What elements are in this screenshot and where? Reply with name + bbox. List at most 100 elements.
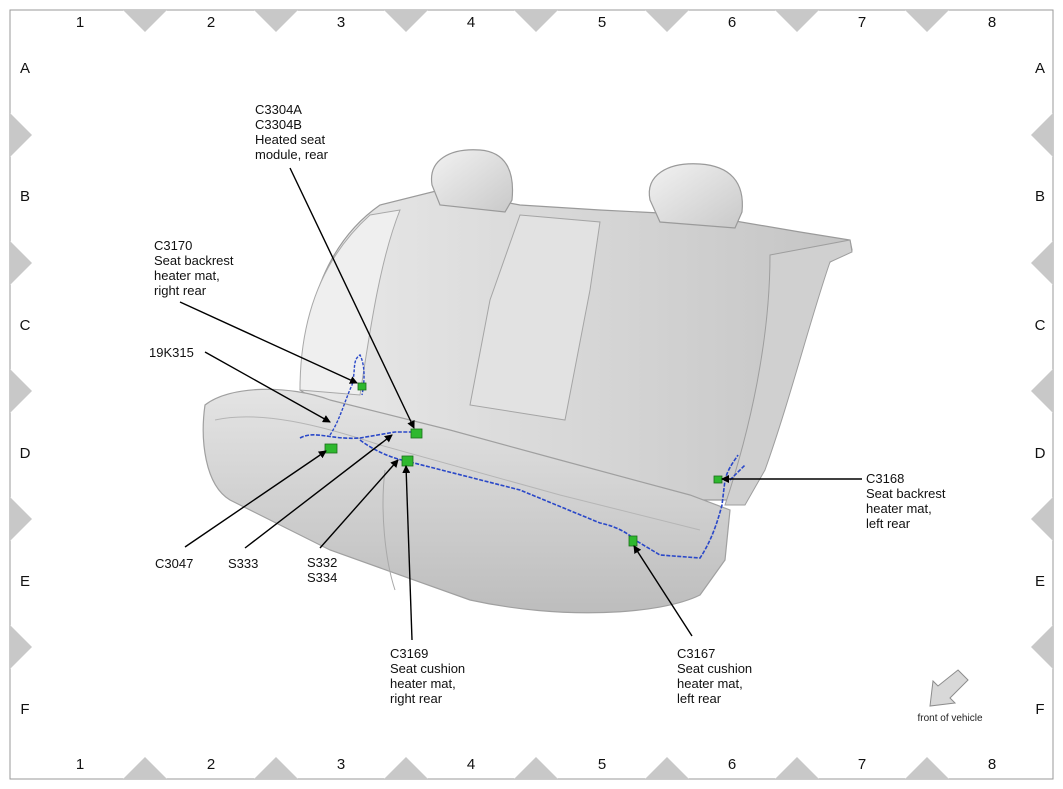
col-label: 1	[76, 14, 84, 31]
grid-marker	[514, 10, 558, 32]
grid-marker	[775, 10, 819, 32]
leader-s332	[319, 459, 399, 549]
grid-marker	[123, 10, 167, 32]
grid-marker	[10, 625, 32, 669]
row-label: D	[1035, 445, 1046, 462]
col-label: 7	[858, 756, 866, 773]
callout-line: Seat backrest	[154, 253, 234, 268]
grid-marker	[1031, 241, 1053, 285]
grid-marker	[10, 497, 32, 541]
grid-marker	[645, 757, 689, 779]
col-label: 1	[76, 756, 84, 773]
callout-line: 19K315	[149, 345, 194, 360]
callout-19k315: 19K315	[149, 345, 194, 360]
row-labels-left: A B C D E F	[20, 60, 31, 718]
callout-line: heater mat,	[866, 501, 932, 516]
col-label: 4	[467, 756, 475, 773]
row-labels-right: A B C D E F	[1035, 60, 1046, 718]
leader-19k315	[204, 351, 331, 423]
row-label: A	[1035, 60, 1045, 77]
headrest-left	[648, 163, 743, 229]
row-label: E	[1035, 573, 1045, 590]
callout-line: C3168	[866, 471, 904, 486]
grid-marker	[384, 757, 428, 779]
col-label: 7	[858, 14, 866, 31]
col-label: 6	[728, 756, 736, 773]
rear-seat-illustration	[202, 149, 853, 614]
backrest-bolster-right	[299, 209, 401, 396]
callout-line: C3304A	[255, 102, 302, 117]
leader-c3169	[402, 465, 413, 641]
col-label: 3	[337, 756, 345, 773]
callout-line: C3304B	[255, 117, 302, 132]
grid-marker	[384, 10, 428, 32]
callout-s332-s334: S332 S334	[307, 555, 337, 585]
grid-marker	[645, 10, 689, 32]
harness-wire	[299, 431, 746, 559]
wiring-harness	[299, 353, 746, 559]
callout-line: right rear	[154, 283, 207, 298]
col-label: 2	[207, 14, 215, 31]
cushion-seam	[382, 469, 396, 591]
callout-line: Seat cushion	[390, 661, 465, 676]
front-of-vehicle-label: front of vehicle	[917, 713, 982, 724]
callout-line: Seat cushion	[677, 661, 752, 676]
grid-marker	[775, 757, 819, 779]
leader-c3170	[179, 301, 358, 384]
col-label: 3	[337, 14, 345, 31]
col-label: 8	[988, 14, 996, 31]
callout-line: S332	[307, 555, 337, 570]
grid-marker	[254, 10, 298, 32]
grid-marker	[905, 10, 949, 32]
headrest-right	[431, 149, 514, 213]
connector-c3047	[324, 443, 338, 454]
grid-marker	[123, 757, 167, 779]
leader-lines	[179, 167, 862, 641]
callout-line: left rear	[866, 516, 911, 531]
callout-line: right rear	[390, 691, 443, 706]
col-label: 2	[207, 756, 215, 773]
grid-marker	[1031, 369, 1053, 413]
grid-marker	[254, 757, 298, 779]
callout-line: Heated seat	[255, 132, 325, 147]
callout-line: C3167	[677, 646, 715, 661]
connector-c3167	[628, 535, 638, 547]
callout-s333: S333	[228, 556, 258, 571]
callout-c3304: C3304A C3304B Heated seat module, rear	[255, 102, 329, 162]
row-label: C	[1035, 317, 1046, 334]
callout-line: left rear	[677, 691, 722, 706]
harness-wire-backrest	[329, 353, 365, 436]
row-label: C	[20, 317, 31, 334]
grid-marker	[1031, 625, 1053, 669]
col-label: 4	[467, 14, 475, 31]
callout-c3168: C3168 Seat backrest heater mat, left rea…	[866, 471, 946, 531]
grid-marker	[10, 241, 32, 285]
row-label: F	[1035, 701, 1044, 718]
front-arrow-icon	[929, 669, 969, 707]
col-label: 6	[728, 14, 736, 31]
grid-marker	[10, 113, 32, 157]
leader-c3167	[633, 545, 693, 637]
callout-c3169: C3169 Seat cushion heater mat, right rea…	[390, 646, 465, 706]
grid-marker	[10, 369, 32, 413]
callout-line: C3047	[155, 556, 193, 571]
grid-marker	[1031, 497, 1053, 541]
column-labels-bottom: 1 2 3 4 5 6 7 8	[76, 756, 996, 773]
callout-line: heater mat,	[677, 676, 743, 691]
leader-c3047	[184, 450, 327, 548]
connector-c3170	[357, 382, 367, 391]
leader-s333	[244, 434, 393, 549]
connector-c3304	[410, 428, 423, 439]
connector-c3168	[713, 475, 723, 484]
front-of-vehicle-indicator: front of vehicle	[917, 669, 983, 724]
grid-markers	[10, 10, 1053, 779]
callout-line: module, rear	[255, 147, 329, 162]
connector-c3169	[401, 455, 414, 467]
col-label: 8	[988, 756, 996, 773]
row-label: B	[1035, 188, 1045, 205]
grid-marker	[905, 757, 949, 779]
leader-c3304	[289, 167, 415, 429]
row-label: B	[20, 188, 30, 205]
callout-line: Seat backrest	[866, 486, 946, 501]
